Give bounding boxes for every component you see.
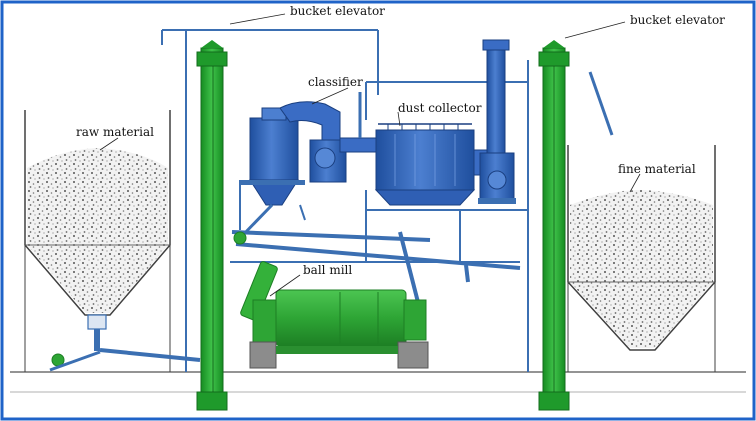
classifier	[238, 101, 347, 240]
raw-material-silo	[24, 110, 171, 372]
feeder-rotor	[233, 231, 247, 245]
ball-mill	[240, 261, 429, 369]
label-classifier: classifier	[308, 75, 363, 89]
classifier-duct	[339, 92, 377, 153]
label-fine-material: fine material	[618, 162, 696, 176]
fine-material-silo	[567, 145, 716, 372]
label-leader-lines	[99, 13, 641, 297]
raw-feed-conveyor	[49, 348, 201, 372]
top-conveyor-pipe	[588, 71, 614, 136]
bucket-elevator-right	[538, 40, 570, 411]
dust-collector	[374, 123, 493, 206]
label-dust-collector: dust collector	[398, 101, 482, 115]
exhaust-fan-stack	[478, 39, 516, 204]
return-conveyor-pipes	[231, 230, 521, 311]
label-ball-mill: ball mill	[303, 263, 353, 277]
label-bucket-elevator-left: bucket elevator	[290, 4, 385, 18]
label-raw-material: raw material	[76, 125, 154, 139]
label-bucket-elevator-right: bucket elevator	[630, 13, 725, 27]
bucket-elevator-left	[196, 40, 228, 411]
